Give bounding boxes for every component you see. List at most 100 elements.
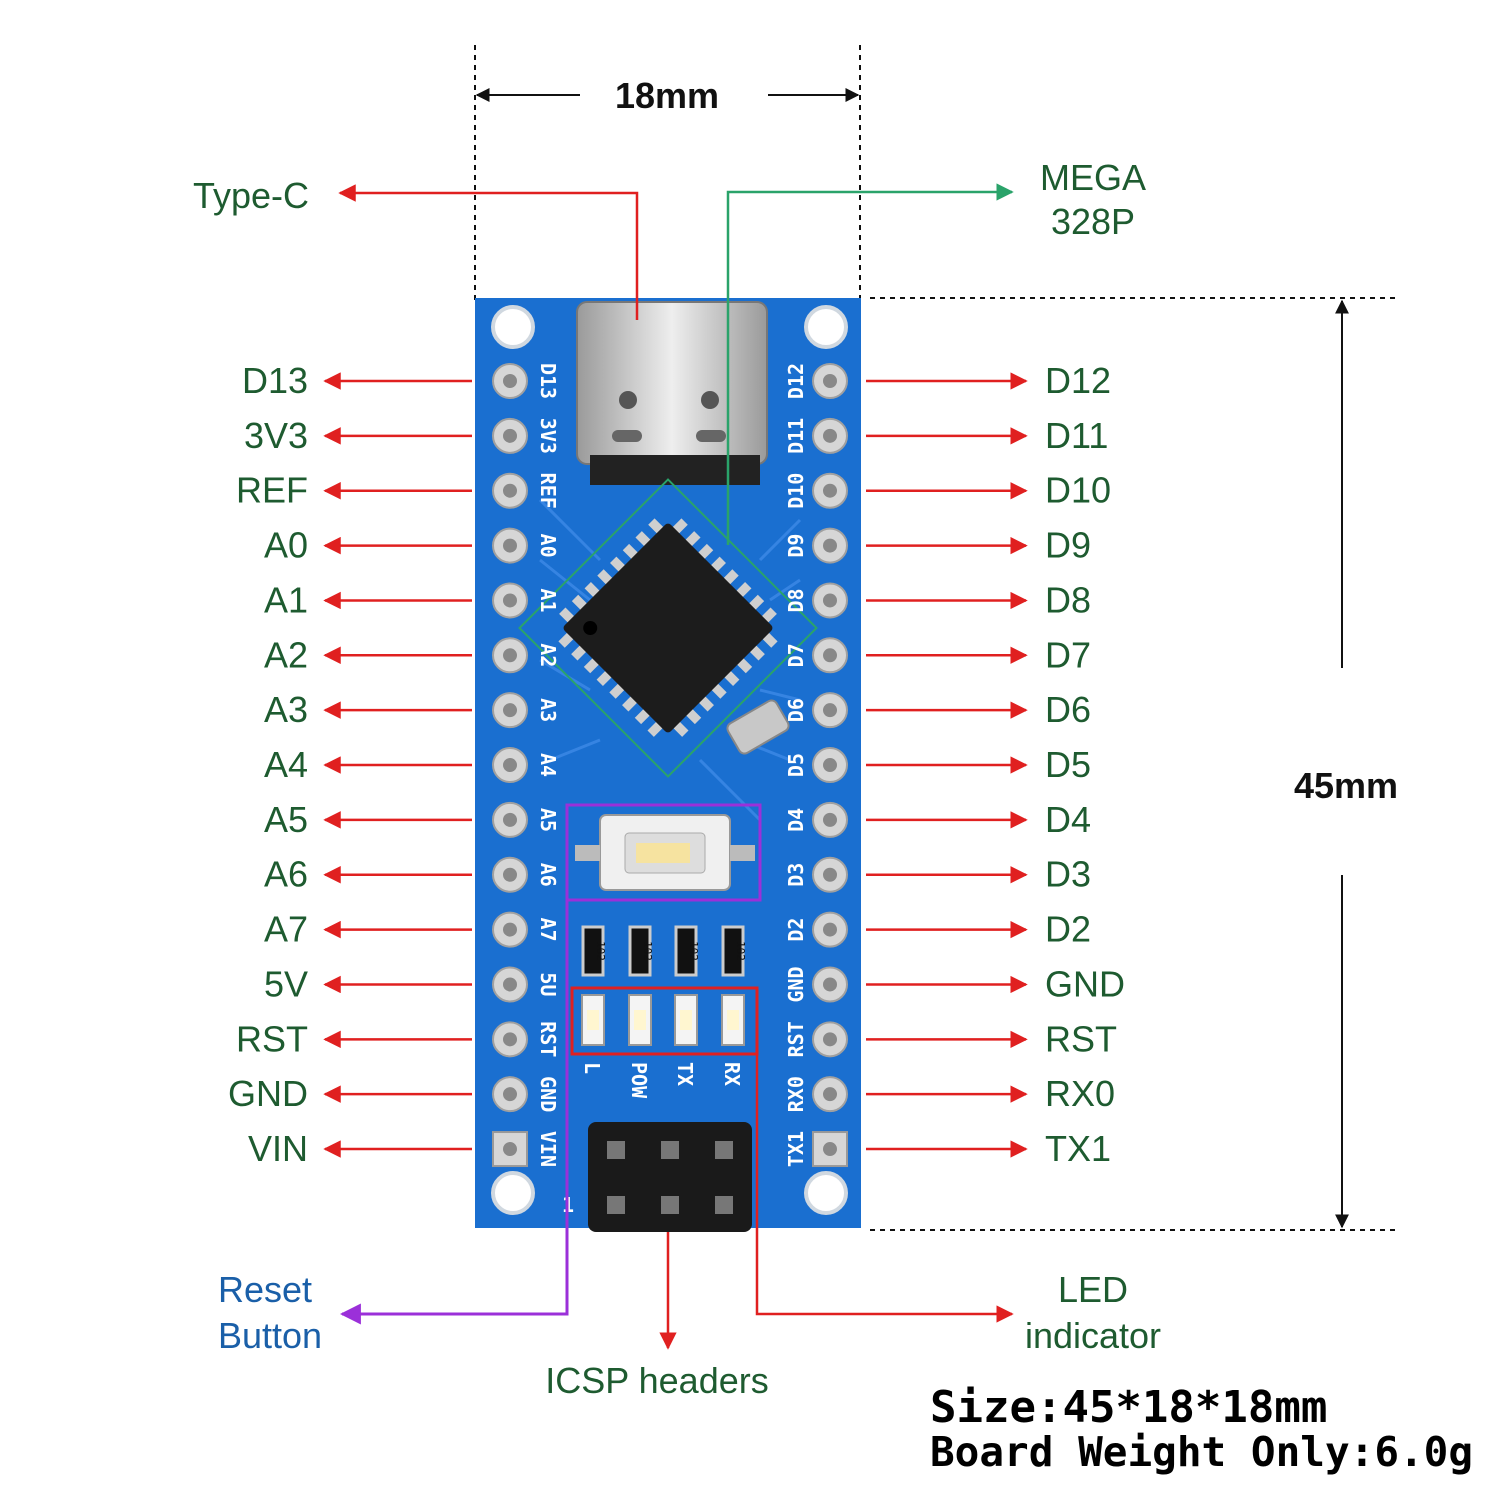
pin-hole-center <box>823 812 837 827</box>
reset-callout: Reset Button <box>218 900 569 1356</box>
right-pin-label: D8 <box>1045 579 1091 620</box>
pin-hole-center <box>823 483 837 498</box>
size-spec: Size:45*18*18mm <box>930 1382 1328 1433</box>
silk-right-label: D4 <box>784 808 808 832</box>
resistor <box>581 925 605 977</box>
pin-hole-center <box>823 538 837 553</box>
led-highlight <box>570 986 759 1056</box>
right-pin-label: D11 <box>1045 415 1108 456</box>
icsp-pin <box>715 1196 733 1214</box>
left-pin-label: A5 <box>264 799 308 840</box>
right-pin-label: D6 <box>1045 689 1091 730</box>
width-label: 18mm <box>615 75 719 116</box>
right-pin-label: D5 <box>1045 744 1091 785</box>
led-lens <box>680 1010 692 1030</box>
icsp-pin <box>661 1141 679 1159</box>
pin-hole-center <box>823 977 837 992</box>
height-dimension: 45mm <box>870 297 1398 1231</box>
pin-hole-center <box>823 758 837 773</box>
right-pin-label: D12 <box>1045 360 1111 401</box>
silk-left-label: A6 <box>536 863 560 887</box>
mcu-label-line2: 328P <box>1051 201 1135 242</box>
pin-hole-center <box>503 758 517 773</box>
mcu-label-line1: MEGA <box>1040 157 1146 198</box>
pin-hole-center <box>823 1087 837 1102</box>
left-pin-label: A4 <box>264 744 308 785</box>
silk-left-label: RST <box>536 1021 560 1057</box>
right-pin-label: D3 <box>1045 854 1091 895</box>
pin-hole-center <box>823 593 837 608</box>
led-label-line2: indicator <box>1025 1315 1161 1356</box>
silk-right-label: D12 <box>784 363 808 399</box>
resistor-code: 102 <box>734 941 747 961</box>
icsp-header <box>588 1122 752 1232</box>
resistor-code: 102 <box>641 941 654 961</box>
silk-right-label: RST <box>784 1021 808 1057</box>
led-lens <box>587 1010 599 1030</box>
silk-left-label: A1 <box>536 588 560 612</box>
mount-hole <box>804 305 848 349</box>
left-pin-label: A3 <box>264 689 308 730</box>
silk-right-label: D9 <box>784 534 808 558</box>
right-pin-label: RX0 <box>1045 1073 1115 1114</box>
left-pin-label: A7 <box>264 909 308 950</box>
icsp-pin <box>661 1196 679 1214</box>
pin-hole-center <box>823 1032 837 1047</box>
pin-hole-center <box>823 648 837 663</box>
silk-left-label: A7 <box>536 918 560 942</box>
silk-left-label: A4 <box>536 753 560 777</box>
led-silk-label: L <box>580 1062 604 1074</box>
led-row <box>581 994 745 1046</box>
silk-left-label: A2 <box>536 643 560 667</box>
silk-right-label: D10 <box>784 473 808 509</box>
crystal <box>726 699 790 755</box>
pin-hole-center <box>503 648 517 663</box>
pin-hole-center <box>503 428 517 443</box>
silk-right-label: RX0 <box>784 1076 808 1112</box>
pin-hole-center <box>503 483 517 498</box>
silk-left-label: VIN <box>536 1131 560 1167</box>
mount-hole <box>804 1171 848 1215</box>
silk-left-label: A5 <box>536 808 560 832</box>
mount-hole <box>491 305 535 349</box>
silk-left-label: REF <box>536 473 560 509</box>
led-callout: LED indicator <box>755 1054 1161 1356</box>
pin-hole-center <box>823 867 837 882</box>
icsp-pin <box>715 1141 733 1159</box>
left-pin-label: 5V <box>264 963 308 1004</box>
silk-right-label: D7 <box>784 643 808 667</box>
weight-spec: Board Weight Only:6.0g <box>930 1428 1474 1476</box>
silk-left-label: A3 <box>536 698 560 722</box>
pin-hole-center <box>503 538 517 553</box>
right-pin-label: D10 <box>1045 470 1111 511</box>
right-pin-label: D4 <box>1045 799 1091 840</box>
pin-hole-center <box>503 1032 517 1047</box>
mcu-callout: MEGA 328P <box>726 157 1146 545</box>
silk-right-label: GND <box>784 966 808 1002</box>
silk-right-label: D3 <box>784 863 808 887</box>
width-dimension: 18mm <box>474 45 861 300</box>
silk-right-label: D6 <box>784 698 808 722</box>
type-c-callout: Type-C <box>193 175 639 320</box>
right-pin-label: D7 <box>1045 634 1091 675</box>
left-pin-label: D13 <box>242 360 308 401</box>
led-label-line1: LED <box>1058 1269 1128 1310</box>
pin-hole-center <box>503 977 517 992</box>
pin-hole-center <box>503 1087 517 1102</box>
led-lens <box>727 1010 739 1030</box>
pin-hole-center <box>823 1142 837 1157</box>
silk-left-label: GND <box>536 1076 560 1112</box>
height-label: 45mm <box>1294 765 1398 806</box>
silk-right-label: TX1 <box>784 1131 808 1167</box>
silk-left-label: D13 <box>536 363 560 399</box>
usb-c-connector <box>576 301 768 485</box>
resistor <box>674 925 698 977</box>
